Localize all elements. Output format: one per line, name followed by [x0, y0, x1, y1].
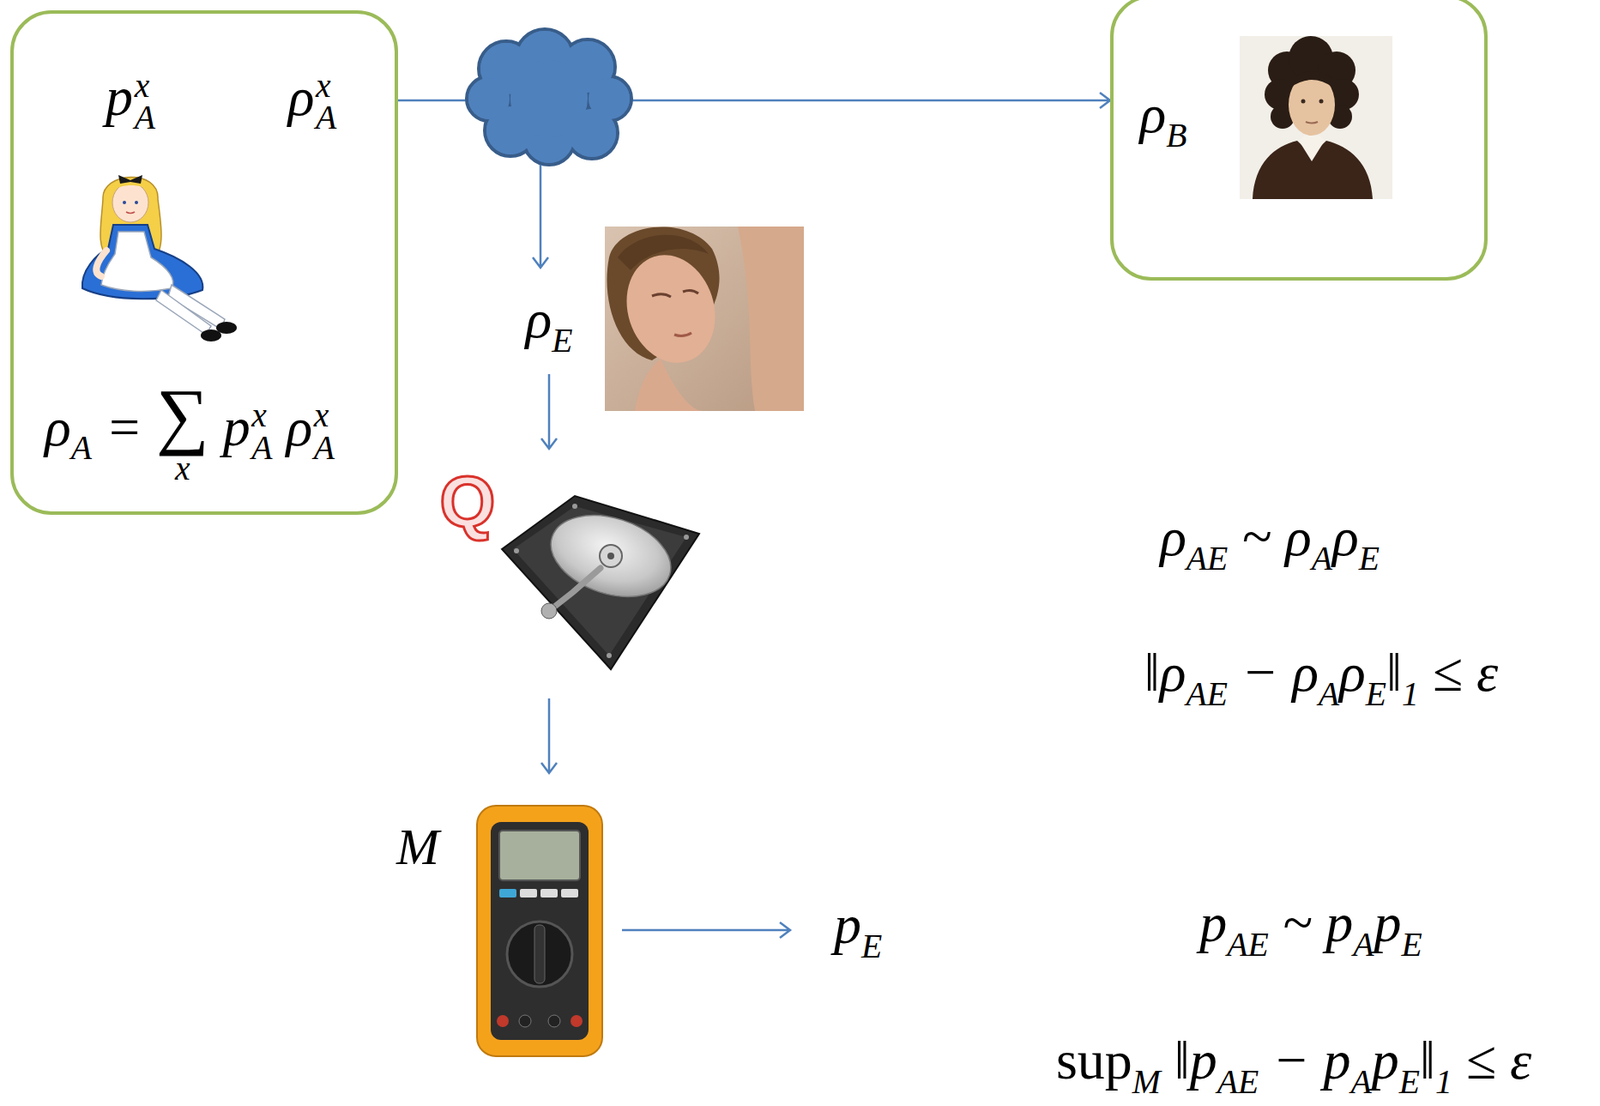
eve-painting	[604, 226, 804, 411]
arrow	[621, 922, 791, 938]
subscript: AE	[1185, 675, 1227, 713]
sum-symbol: ∑	[156, 378, 210, 453]
superscript: x	[315, 70, 337, 103]
hard-disk	[501, 495, 700, 670]
index-stack: Ax	[315, 70, 337, 135]
subscript: AE	[1217, 1062, 1259, 1101]
subscript: B	[1165, 116, 1187, 155]
subscript: 1	[1435, 1062, 1453, 1101]
subscript: E	[1358, 539, 1380, 578]
sum-index: x	[175, 452, 191, 487]
formula: pE	[833, 893, 882, 967]
operator: sup	[1056, 1029, 1133, 1091]
alice-figure	[82, 175, 237, 342]
sum-sign: ∑x	[156, 378, 210, 487]
subscript: E	[1399, 1062, 1420, 1101]
subscript: A	[251, 432, 272, 465]
subscript: E	[861, 927, 882, 966]
superscript: x	[313, 399, 335, 433]
subscript: A	[313, 432, 335, 465]
formula: ρB	[1140, 82, 1188, 156]
subscript: AE	[1186, 539, 1228, 578]
arrow	[532, 164, 549, 268]
subscript: E	[1365, 675, 1387, 713]
subscript: 1	[1401, 675, 1419, 713]
subscript: A	[315, 102, 337, 136]
formula: supM ‖pAE − pApE‖1 ≤ ε	[1056, 1028, 1532, 1102]
subscript: A	[134, 102, 156, 136]
formula: M	[396, 817, 440, 877]
letter-mark: Q	[439, 460, 496, 544]
subscript: A	[1311, 539, 1333, 578]
superscript: x	[251, 399, 272, 433]
subscript: M	[1132, 1062, 1161, 1101]
subscript: E	[1401, 925, 1423, 964]
formula: ρAE ~ ρAρE	[1159, 505, 1380, 579]
index-stack: Ax	[313, 399, 335, 465]
superscript: x	[134, 70, 156, 103]
subscript: A	[1352, 925, 1374, 964]
bob-photo	[1239, 36, 1393, 200]
formula: ρAx	[288, 65, 338, 135]
multimeter	[476, 805, 603, 1057]
rounded-box: ρB	[1110, 0, 1488, 281]
formula: ρA = ∑x pAx ρAx	[44, 378, 335, 487]
subscript: A	[1350, 1062, 1371, 1101]
subscript: AE	[1226, 925, 1268, 964]
formula: pAx	[105, 65, 156, 135]
subscript: E	[551, 321, 573, 360]
subscript: A	[1318, 675, 1340, 713]
formula: pAE ~ pApE	[1199, 891, 1423, 965]
arrow	[541, 698, 557, 773]
formula: ρE	[525, 287, 574, 361]
rounded-box: pAx ρAx ρA = ∑x pAx ρAx	[10, 10, 399, 515]
index-stack: Ax	[134, 70, 156, 135]
formula: ‖ρAE − ρAρE‖1 ≤ ε	[1144, 640, 1498, 714]
arrow	[541, 374, 557, 449]
cloud	[466, 29, 632, 165]
index-stack: Ax	[251, 399, 272, 465]
subscript: A	[71, 428, 92, 467]
